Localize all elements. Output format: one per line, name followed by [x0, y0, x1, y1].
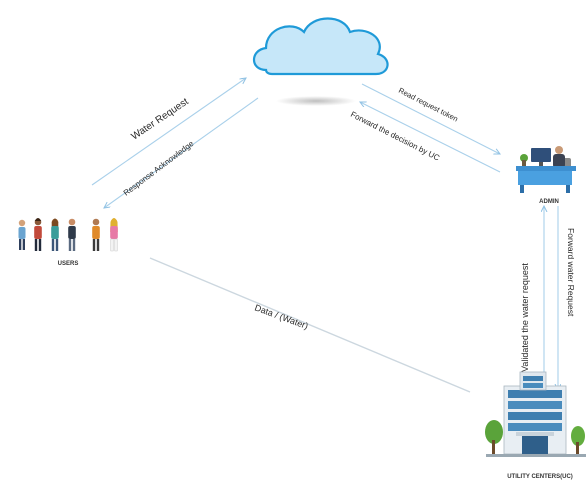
- water-request-label: Water Request: [130, 96, 191, 142]
- person-icon: [51, 218, 59, 251]
- users-icon: [18, 218, 118, 252]
- data-water-label: Data / (Water): [253, 302, 309, 331]
- forward-decision-arrow: [360, 102, 501, 173]
- utility-building-icon: [485, 371, 586, 457]
- person-icon: [18, 219, 26, 250]
- users-label: USERS: [58, 261, 79, 267]
- admin-icon: [516, 146, 576, 193]
- admin-label: ADMIN: [539, 199, 559, 205]
- person-icon: [110, 218, 118, 252]
- response-acknowledge-label: Response Acknowledge: [122, 139, 196, 198]
- read-request-token-arrow: [361, 83, 500, 154]
- person-icon: [34, 218, 42, 251]
- data-water-line: [149, 257, 471, 393]
- response-acknowledge-arrow: [104, 97, 259, 208]
- cloud-icon: [252, 17, 389, 106]
- person-icon: [92, 218, 100, 251]
- validated-request-label: Validated the water request: [520, 263, 530, 372]
- forward-water-request-label: Forward water Request: [566, 228, 576, 317]
- person-icon: [68, 218, 76, 251]
- utility-label: UTILITY CENTERS(UC): [507, 474, 573, 480]
- water-request-arrow: [91, 78, 246, 186]
